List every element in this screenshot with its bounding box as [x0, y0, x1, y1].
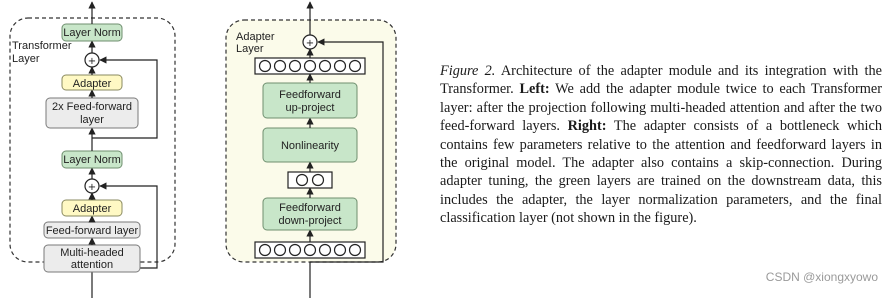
- two-feed-forward-line2: layer: [80, 114, 104, 126]
- adapter-layer-label-line1: Adapter: [236, 31, 275, 43]
- layer-norm-label-mid: Layer Norm: [63, 154, 120, 166]
- up-project-line1: Feedforward: [279, 89, 341, 101]
- caption-text-3: The adapter consists of a bottleneck whi…: [440, 118, 882, 227]
- neuron-top-unit-6: [333, 59, 347, 73]
- down-project-line1: Feedforward: [279, 202, 341, 214]
- multi-headed-attention-line1: Multi-headed: [60, 247, 124, 259]
- neuron-top-unit-5: [318, 59, 332, 73]
- adapter-layer-label-line2: Layer: [236, 43, 264, 55]
- skip-connection-upper: [92, 56, 158, 139]
- multi-headed-attention-line2: attention: [71, 259, 113, 271]
- adapter-skip-connection: [310, 38, 384, 263]
- neuron-top-unit-1: [258, 59, 272, 73]
- neuron-top-unit-4: [303, 59, 317, 73]
- bottleneck-row: [287, 171, 333, 189]
- neuron-bottom-unit-5: [318, 243, 332, 257]
- transformer-layer-label-line1: Transformer: [12, 40, 72, 52]
- adapter-label-lower: Adapter: [73, 203, 112, 215]
- neuron-bottom-unit-4: [303, 243, 317, 257]
- neuron-bottom-unit-2: [273, 243, 287, 257]
- transformer-layer-label-line2: Layer: [12, 53, 40, 65]
- neuron-bottom-unit-1: [258, 243, 272, 257]
- neuron-bottom-unit-3: [288, 243, 302, 257]
- figure-label: Figure 2.: [440, 63, 496, 79]
- caption-text-1: Architecture of the adapter module and i…: [440, 63, 882, 98]
- neuron-row-bottom-units: [258, 243, 362, 257]
- two-feed-forward-line1: 2x Feed-forward: [52, 101, 132, 113]
- up-project-line2: up-project: [286, 102, 335, 114]
- neuron-row-top-units: [258, 59, 362, 73]
- caption-right-label: Right:: [567, 118, 607, 135]
- plus-icon-upper: +: [88, 56, 96, 67]
- neuron-top-unit-7: [348, 59, 362, 73]
- caption-left-label: Left:: [519, 81, 550, 98]
- bottleneck-unit-2: [311, 173, 325, 187]
- neuron-top-unit-2: [273, 59, 287, 73]
- neuron-bottom-unit-6: [333, 243, 347, 257]
- nonlinearity-label: Nonlinearity: [281, 140, 340, 152]
- plus-icon-lower: +: [88, 182, 96, 193]
- caption-text-2: We add the adapter module twice to each …: [440, 81, 882, 135]
- adapter-label-upper: Adapter: [73, 78, 112, 90]
- bottleneck-unit-1: [295, 173, 309, 187]
- architecture-figure: Transformer Layer Multi-headed attention…: [9, 1, 397, 298]
- neuron-top-unit-3: [288, 59, 302, 73]
- figure-caption: Figure 2. Architecture of the adapter mo…: [440, 62, 882, 228]
- layer-norm-label-top: Layer Norm: [63, 27, 120, 39]
- neuron-bottom-unit-7: [348, 243, 362, 257]
- watermark: CSDN @xiongxyowo: [765, 270, 878, 284]
- feed-forward-layer-label: Feed-forward layer: [46, 225, 139, 237]
- plus-icon-adapter: +: [306, 38, 314, 49]
- down-project-line2: down-project: [279, 215, 342, 227]
